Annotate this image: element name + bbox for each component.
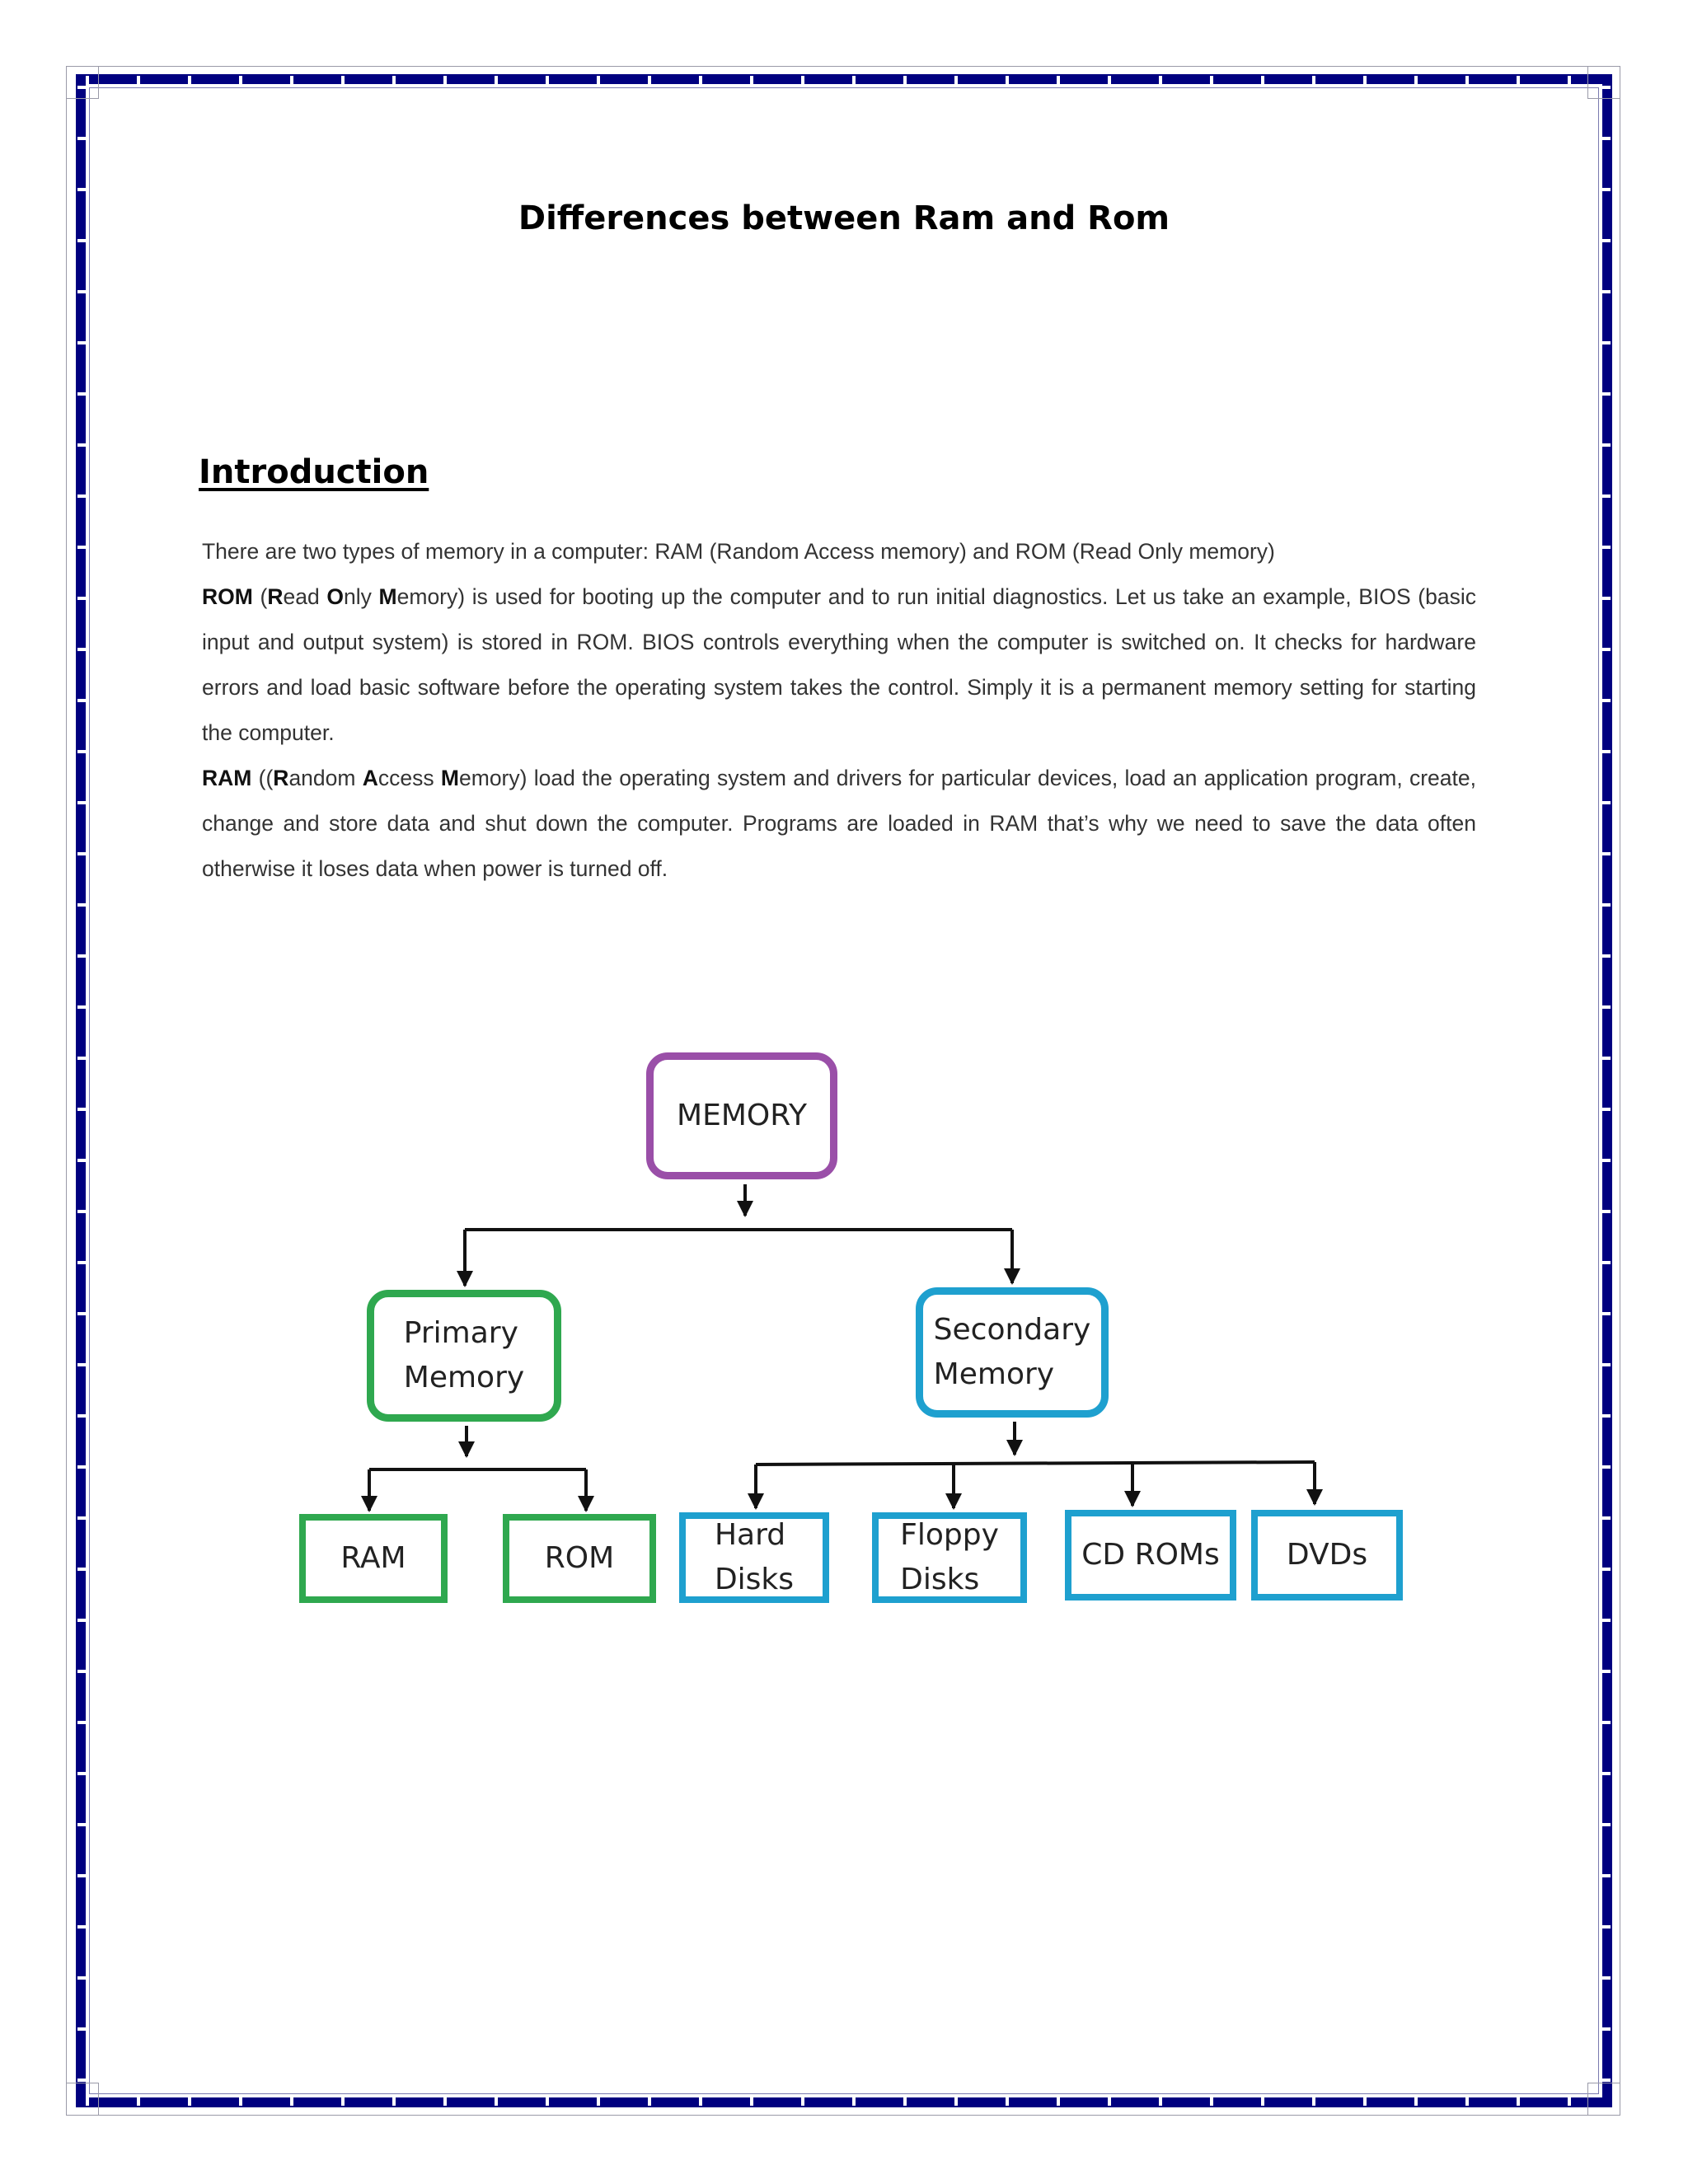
intro-paragraph-rom: ROM (Read Only Memory) is used for booti…: [202, 584, 1476, 745]
ram-node: RAM: [299, 1514, 448, 1603]
document-title: Differences between Ram and Rom: [0, 199, 1688, 237]
ram-exp-letter-m: M: [440, 766, 459, 790]
introduction-body: There are two types of memory in a compu…: [202, 529, 1476, 892]
memory-node: MEMORY: [646, 1052, 837, 1179]
rom-abbreviation: ROM: [202, 584, 253, 609]
primary-memory-node: Primary Memory: [367, 1290, 561, 1422]
floppy-disks-label-line1: Floppy: [900, 1518, 999, 1552]
border-corner-br: [1587, 2083, 1620, 2116]
connector-secondary-bar: [755, 1460, 1315, 1466]
secondary-memory-label-line1: Secondary: [933, 1313, 1091, 1347]
rom-exp-letter-o: O: [326, 584, 344, 609]
dvds-node: DVDs: [1251, 1510, 1403, 1601]
hard-disks-label-line2: Disks: [714, 1563, 795, 1596]
ram-exp-letter-a: A: [362, 766, 378, 790]
rom-exp-ead: ead: [283, 584, 327, 609]
ram-exp-ccess: ccess: [377, 766, 441, 790]
intro-paragraph-types: There are two types of memory in a compu…: [202, 539, 1275, 564]
secondary-memory-label-line2: Memory: [933, 1357, 1055, 1391]
page-border-outer: [66, 66, 1620, 2116]
diagram-connectors: [361, 1184, 1323, 1512]
hard-disks-node: Hard Disks: [679, 1512, 829, 1603]
ram-exp-letter-r: R: [273, 766, 289, 790]
rom-exp-nly: nly: [343, 584, 379, 609]
rom-exp-letter-m: M: [378, 584, 397, 609]
ram-exp-andom: andom: [288, 766, 363, 790]
ram-exp-emory: emory: [459, 766, 520, 790]
rom-node-label: ROM: [544, 1541, 615, 1575]
rom-node: ROM: [503, 1514, 656, 1603]
document-title-text: Differences between Ram and Rom: [518, 199, 1170, 237]
rom-description: ) is used for booting up the computer an…: [202, 584, 1476, 745]
secondary-memory-node: Secondary Memory: [916, 1287, 1109, 1418]
introduction-heading: Introduction: [199, 453, 429, 491]
border-dash-top: [86, 76, 1602, 86]
ram-abbreviation: RAM: [202, 766, 252, 790]
rom-exp-emory: emory: [396, 584, 458, 609]
rom-exp-letter-r: R: [267, 584, 284, 609]
cd-roms-node-label: CD ROMs: [1081, 1538, 1220, 1572]
dvds-node-label: DVDs: [1286, 1538, 1368, 1572]
memory-node-label: MEMORY: [677, 1099, 807, 1132]
floppy-disks-node: Floppy Disks: [872, 1512, 1027, 1603]
primary-memory-label-line1: Primary: [403, 1316, 518, 1350]
border-corner-tr: [1587, 66, 1620, 99]
border-corner-tl: [66, 66, 99, 99]
border-dash-right: [1601, 86, 1611, 2097]
hard-disks-label-line1: Hard: [714, 1518, 786, 1552]
page-border-inner: [89, 87, 1599, 2094]
border-dash-bottom: [86, 2096, 1602, 2106]
border-dash-left: [77, 86, 87, 2097]
floppy-disks-label-line2: Disks: [900, 1563, 980, 1596]
intro-paragraph-ram: RAM ((Random Access Memory) load the ope…: [202, 766, 1476, 881]
ram-description: ) load the operating system and drivers …: [202, 766, 1476, 881]
primary-memory-label-line2: Memory: [403, 1361, 525, 1394]
border-corner-bl: [66, 2083, 99, 2116]
cd-roms-node: CD ROMs: [1065, 1510, 1236, 1601]
ram-node-label: RAM: [340, 1541, 406, 1575]
memory-hierarchy-diagram: MEMORY Primary Memory Secondary Memory R…: [280, 1034, 1418, 1628]
